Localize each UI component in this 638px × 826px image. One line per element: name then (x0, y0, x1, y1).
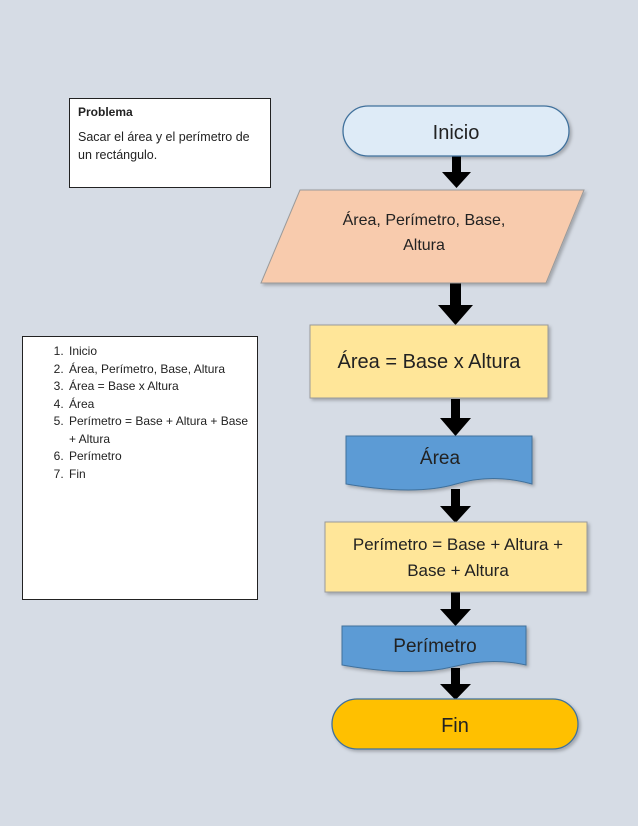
steps-list: Inicio Área, Perímetro, Base, Altura Áre… (23, 343, 251, 483)
arrow-icon (442, 155, 471, 188)
process-node-area: Área = Base x Altura (309, 324, 549, 399)
arrow-icon (440, 489, 471, 523)
step-item: Área (67, 396, 251, 414)
problem-text: Sacar el área y el perímetro de un rectá… (78, 130, 250, 162)
start-label: Inicio (433, 122, 480, 144)
output-node-perimeter: Perímetro (341, 625, 527, 673)
steps-box: Inicio Área, Perímetro, Base, Altura Áre… (22, 336, 258, 600)
step-item: Perímetro = Base + Altura + Base + Altur… (67, 413, 251, 448)
step-item: Inicio (67, 343, 251, 361)
output-node-area: Área (345, 435, 533, 491)
step-item: Perímetro (67, 448, 251, 466)
problem-box: Problema Sacar el área y el perímetro de… (69, 98, 271, 188)
flow-arrows (438, 155, 473, 700)
problem-title: Problema (78, 105, 133, 119)
step-item: Área, Perímetro, Base, Altura (67, 361, 251, 379)
end-label: Fin (441, 715, 469, 737)
step-item: Fin (67, 466, 251, 484)
input-label-line1: Área, Perímetro, Base, (343, 210, 506, 229)
output-perimeter-label: Perímetro (393, 636, 476, 657)
process-perimeter-label-line2: Base + Altura (407, 561, 509, 580)
process-area-label: Área = Base x Altura (338, 350, 522, 373)
process-node-perimeter: Perímetro = Base + Altura + Base + Altur… (324, 521, 588, 593)
arrow-icon (438, 283, 473, 325)
output-area-label: Área (420, 448, 461, 469)
process-perimeter-label-line1: Perímetro = Base + Altura + (353, 535, 563, 554)
arrow-icon (440, 399, 471, 436)
step-item: Área = Base x Altura (67, 378, 251, 396)
end-node: Fin (331, 698, 579, 750)
input-node: Área, Perímetro, Base, Altura (260, 189, 585, 284)
arrow-icon (440, 592, 471, 626)
start-node: Inicio (342, 105, 570, 157)
input-label-line2: Altura (403, 237, 445, 254)
arrow-icon (440, 668, 471, 700)
